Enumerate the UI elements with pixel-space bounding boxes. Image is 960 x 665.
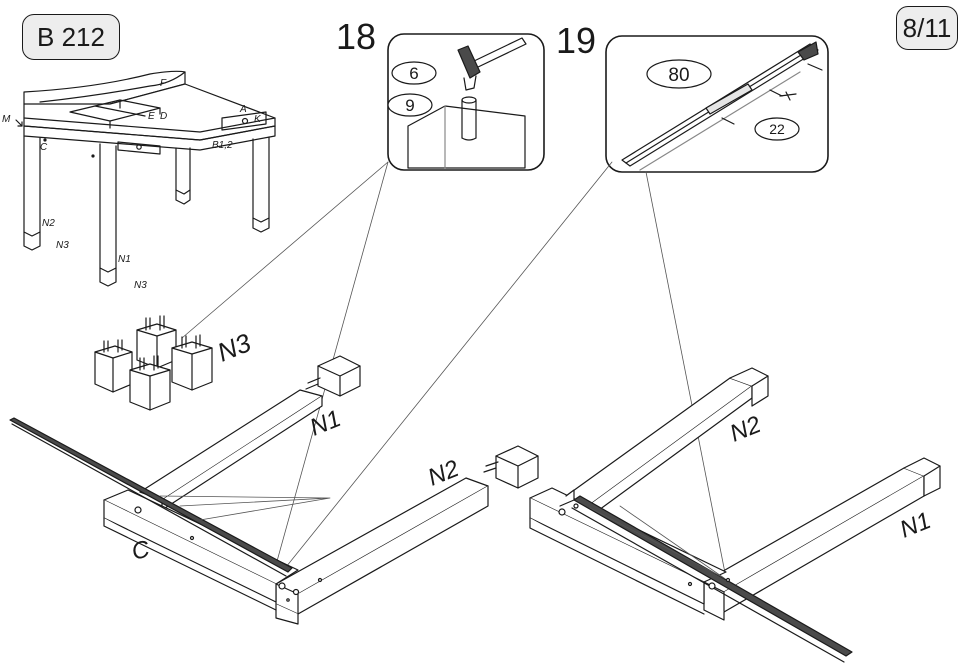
step-18-callout-6: 6 [409, 64, 418, 83]
desk-label-B: B1,2 [212, 140, 233, 151]
n3-foot [129, 355, 171, 411]
part-label-N1-right: N1 [896, 507, 935, 544]
desk-label-N3a: N3 [56, 240, 69, 251]
right-frame-assembly [529, 367, 941, 663]
desk-label-N1: N1 [118, 254, 131, 265]
step-19-callout-22: 22 [769, 121, 785, 137]
desk-label-N3b: N3 [134, 280, 147, 291]
page-tag: 8/11 [896, 6, 958, 50]
step-18-detail: 6 9 [387, 33, 545, 171]
desk-label-E: E [148, 111, 155, 122]
desk-label-K: K [254, 114, 262, 125]
desk-label-A: A [239, 104, 247, 115]
screwdriver-icon [779, 91, 797, 101]
step-18-number: 18 [336, 16, 377, 57]
step-19-detail: 80 22 [605, 35, 829, 173]
page-number: 8/11 [902, 12, 952, 43]
model-tag: B 212 [22, 14, 120, 60]
desk-label-M: M [2, 114, 11, 125]
desk-label-D: D [160, 111, 167, 122]
part-label-C: C [129, 535, 153, 566]
step-19-number: 19 [556, 20, 597, 61]
step-19-callout-80: 80 [668, 65, 689, 86]
desk-label-C: C [40, 142, 48, 153]
model-number: B 212 [37, 21, 105, 52]
desk-label-N2: N2 [42, 218, 55, 229]
desk-overview: F A M E D K C B1,2 N2 N3 N1 N3 [2, 70, 276, 291]
desk-label-F: F [160, 78, 167, 89]
hammer-icon [457, 37, 527, 91]
n3-foot [136, 315, 177, 369]
part-label-N3: N3 [213, 327, 256, 367]
n3-feet-group [94, 315, 213, 411]
left-frame-assembly [9, 355, 539, 625]
n3-foot [171, 334, 213, 391]
n3-foot [94, 339, 133, 393]
step-18-callout-9: 9 [405, 96, 414, 115]
part-label-N2-right: N2 [726, 411, 765, 448]
